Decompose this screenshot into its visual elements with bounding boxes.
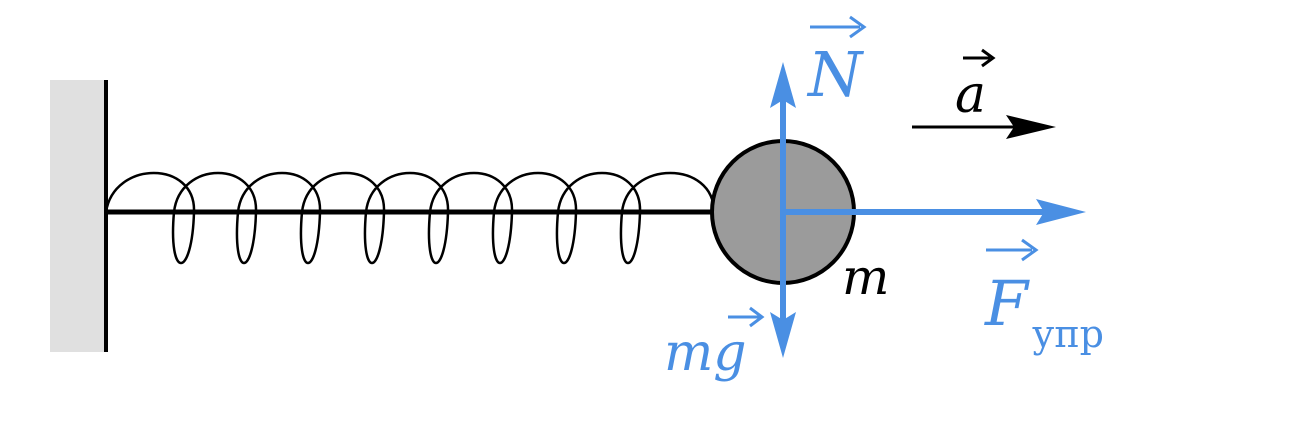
spring-coil [104,171,716,264]
gravity-force-arrowhead [770,312,796,358]
acceleration-label: a [955,48,996,125]
mass-label: m [842,248,889,306]
acceleration-arrowhead [1006,115,1056,139]
normal-force-arrowhead [770,62,796,108]
elastic-force-label: F упр [984,238,1104,356]
svg-text:a: a [955,65,986,125]
svg-text:N: N [806,38,865,111]
elastic-force-arrowhead [1036,199,1086,225]
gravity-label: mg [664,306,765,383]
svg-text:mg: mg [664,323,747,383]
svg-text:упр: упр [1032,312,1104,356]
normal-force-label: N [806,15,867,111]
wall [50,80,105,352]
svg-text:F: F [984,267,1030,340]
